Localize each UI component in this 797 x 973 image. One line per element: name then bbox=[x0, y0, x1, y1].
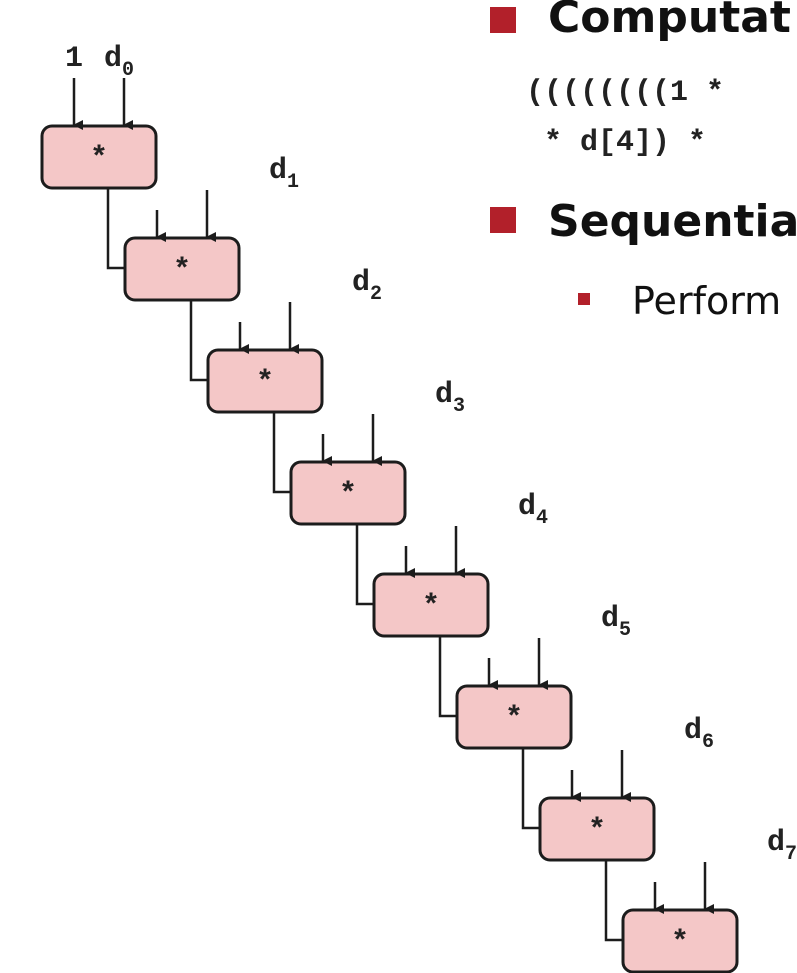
bullet-computation-text: Computat bbox=[548, 0, 791, 43]
data-input-base: d bbox=[684, 714, 702, 748]
sub-bullet-perform-text: Perform bbox=[632, 279, 781, 323]
multiply-operator: * bbox=[256, 366, 274, 400]
sub-bullet-square bbox=[578, 293, 590, 305]
bullet-square bbox=[490, 207, 516, 233]
code-line-2: * d[4]) * bbox=[526, 126, 706, 160]
result-wire bbox=[604, 861, 623, 942]
result-wire bbox=[272, 413, 291, 494]
bullet-sequential-text: Sequentia bbox=[548, 196, 797, 247]
multiply-operator: * bbox=[588, 814, 606, 848]
bullet-square bbox=[490, 7, 516, 33]
data-input-subscript: 3 bbox=[453, 395, 465, 418]
data-input-subscript: 5 bbox=[619, 619, 631, 642]
data-input-base: d bbox=[767, 826, 785, 860]
result-wire bbox=[355, 525, 374, 606]
data-input-base: d bbox=[518, 490, 536, 524]
data-input-subscript: 1 bbox=[287, 171, 299, 194]
result-wire bbox=[189, 301, 208, 382]
multiply-operator: * bbox=[339, 478, 357, 512]
data-input-label: d7 bbox=[767, 826, 797, 866]
multiplication-chain: *d01*d1*d2*d3*d4*d5*d6*d7 bbox=[40, 42, 797, 973]
data-input-subscript: 6 bbox=[702, 731, 714, 754]
data-input-label: d1 bbox=[269, 154, 299, 194]
data-input-subscript: 7 bbox=[785, 843, 797, 866]
data-input-label: d5 bbox=[601, 602, 631, 642]
multiply-box bbox=[40, 124, 158, 190]
data-input-subscript: 0 bbox=[122, 59, 134, 82]
data-input-subscript: 2 bbox=[370, 283, 382, 306]
multiply-operator: * bbox=[505, 702, 523, 736]
data-input-base: d bbox=[435, 378, 453, 412]
initial-input-label: 1 bbox=[65, 42, 83, 76]
data-input-label: d2 bbox=[352, 266, 382, 306]
code-line-1: ((((((((1 * bbox=[526, 76, 724, 110]
result-wire bbox=[521, 749, 540, 830]
multiply-operator: * bbox=[90, 142, 108, 176]
data-input-base: d bbox=[104, 42, 122, 76]
data-input-base: d bbox=[601, 602, 619, 636]
multiply-operator: * bbox=[173, 254, 191, 288]
slide-text-panel: Computat ((((((((1 * * d[4]) * Sequentia… bbox=[490, 0, 797, 323]
data-input-label: d6 bbox=[684, 714, 714, 754]
data-input-subscript: 4 bbox=[536, 507, 548, 530]
data-input-base: d bbox=[352, 266, 370, 300]
data-input-label: d4 bbox=[518, 490, 548, 530]
data-input-label: d3 bbox=[435, 378, 465, 418]
result-wire bbox=[438, 637, 457, 718]
data-input-label: d0 bbox=[104, 42, 134, 82]
data-input-base: d bbox=[269, 154, 287, 188]
multiply-operator: * bbox=[671, 926, 689, 960]
result-wire bbox=[106, 189, 125, 270]
multiply-operator: * bbox=[422, 590, 440, 624]
